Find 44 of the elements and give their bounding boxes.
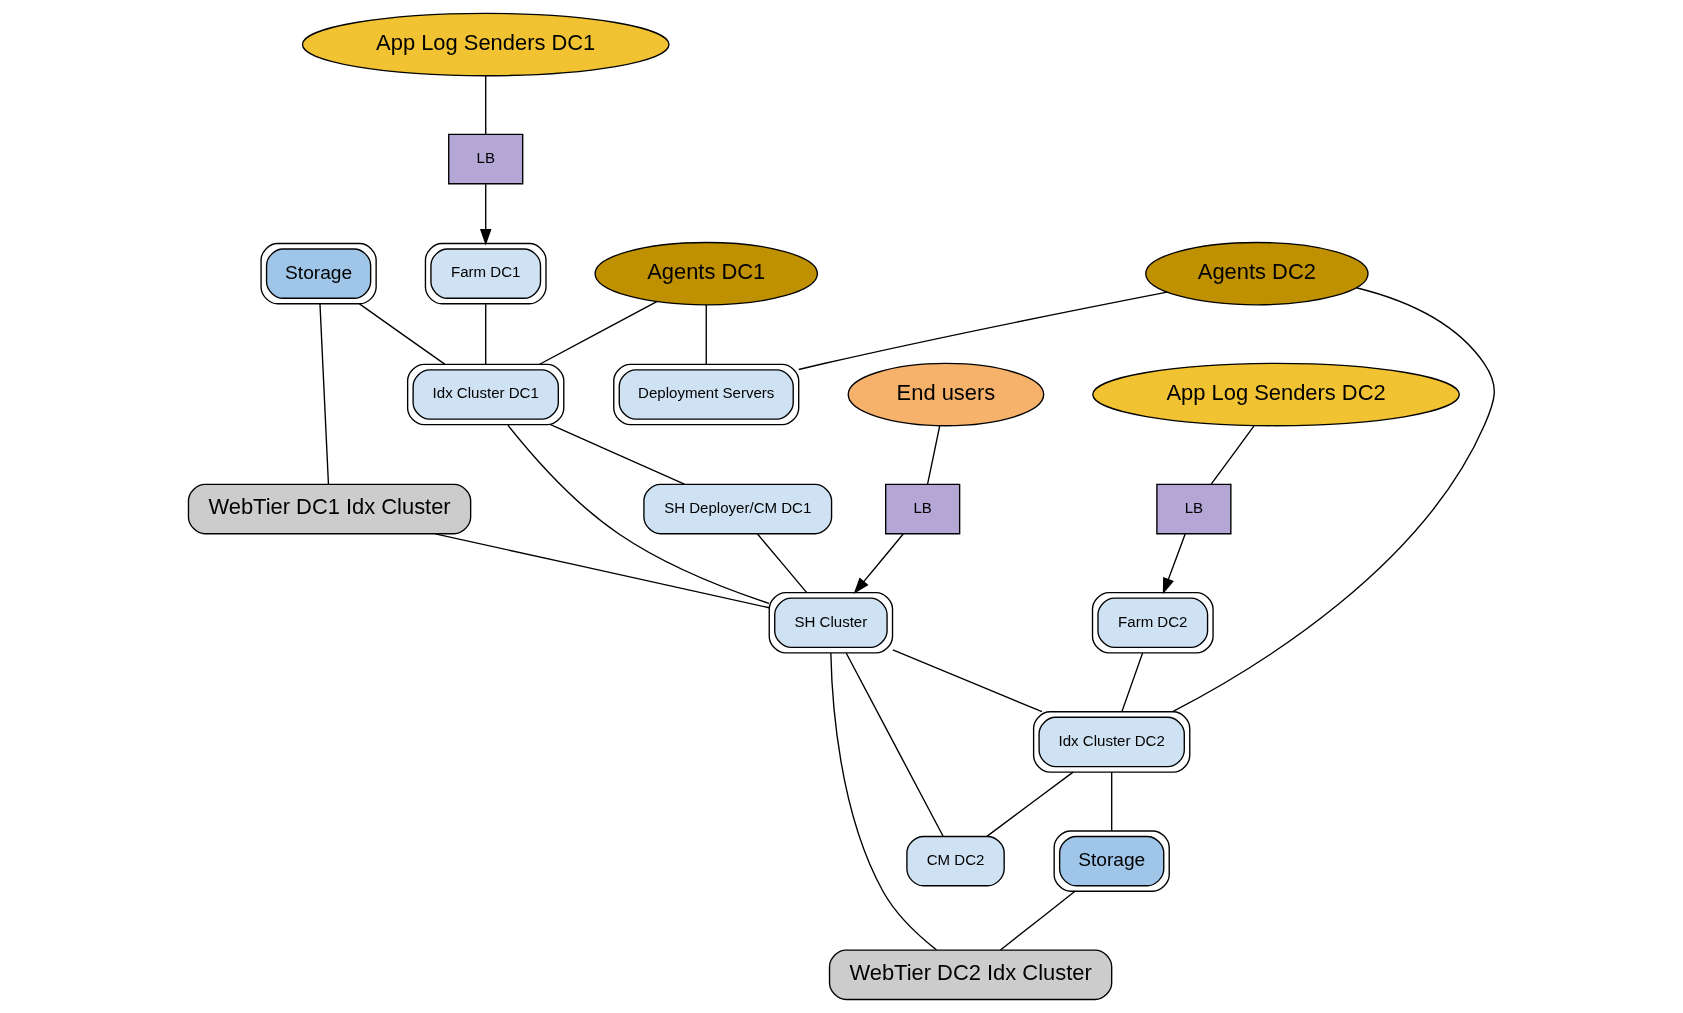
connector [1210, 425, 1255, 486]
connector [926, 425, 941, 486]
node-box: WebTier DC2 Idx Cluster [828, 949, 1113, 1001]
connector [319, 303, 330, 485]
connector [705, 304, 707, 365]
node-box: LB [1156, 483, 1232, 535]
connector [756, 533, 808, 594]
connector [892, 649, 1043, 713]
node-box: CM DC2 [906, 835, 1005, 887]
node-box: LB [448, 133, 524, 185]
arrow [853, 533, 904, 594]
connector [485, 75, 487, 136]
connector [845, 652, 944, 837]
connector [1121, 652, 1144, 713]
node-box: Farm DC1 [424, 242, 547, 305]
connector [549, 424, 686, 485]
node-ellipse: App Log Senders DC2 [1092, 362, 1460, 427]
connector [539, 300, 658, 365]
node-box: Storage [260, 242, 377, 305]
node-box: LB [885, 483, 961, 535]
node-ellipse: Agents DC2 [1145, 241, 1369, 306]
connector [798, 291, 1168, 371]
connector [358, 303, 446, 365]
node-box: SH Cluster [768, 591, 894, 654]
connector [434, 533, 770, 609]
node-ellipse: End users [847, 362, 1045, 427]
connector [1111, 771, 1113, 832]
node-box: Farm DC2 [1091, 591, 1214, 654]
arrow [1162, 533, 1186, 595]
node-box: Storage [1053, 830, 1170, 892]
connector [485, 303, 487, 365]
node-box: Idx Cluster DC2 [1032, 711, 1191, 773]
node-ellipse: App Log Senders DC1 [301, 12, 670, 77]
node-box: WebTier DC1 Idx Cluster [187, 483, 472, 535]
connector [999, 890, 1076, 951]
connector [830, 652, 938, 951]
connector [507, 424, 770, 605]
node-ellipse: Agents DC1 [594, 241, 819, 306]
node-box: Deployment Servers [613, 363, 800, 426]
node-box: Idx Cluster DC1 [406, 363, 565, 426]
node-box: SH Deployer/CM DC1 [643, 483, 833, 535]
arrow [479, 183, 492, 246]
connector [986, 771, 1074, 838]
connector [1172, 287, 1495, 713]
